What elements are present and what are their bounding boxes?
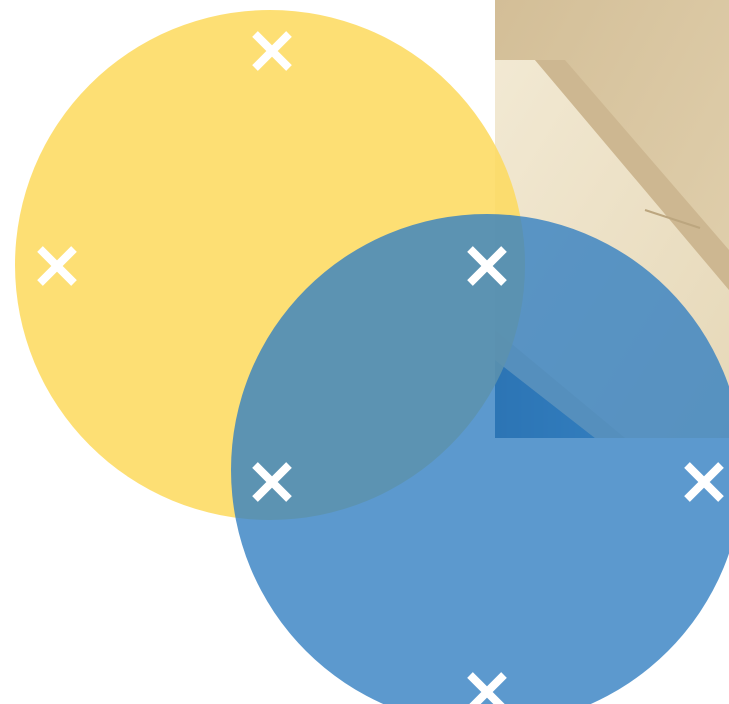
close-icon[interactable]: [464, 243, 510, 289]
close-icon[interactable]: [249, 28, 295, 74]
close-icon[interactable]: [681, 459, 727, 505]
close-icon[interactable]: [34, 243, 80, 289]
close-icon[interactable]: [249, 459, 295, 505]
close-icon[interactable]: [464, 669, 510, 704]
